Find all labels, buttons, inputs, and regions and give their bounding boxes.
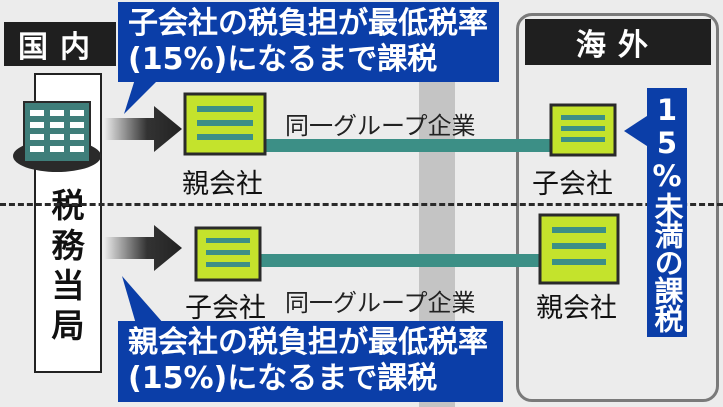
upper-group-relation-label: 同一グループ企業: [285, 112, 476, 140]
tax-office-label: 税務当局: [34, 186, 102, 346]
top-callout-pointer: [124, 76, 162, 114]
bottom-callout-pointer: [122, 276, 164, 324]
subsidiary-building-icon: [194, 226, 262, 282]
bottom-callout-line-2: (15%)になるまで課税: [128, 361, 438, 396]
group-connector-top: [264, 139, 552, 152]
subsidiary-building-icon: [549, 103, 617, 157]
top-callout-line-2: (15%)になるまで課税: [128, 42, 438, 77]
case-separator-dashed-line: [0, 203, 723, 206]
office-building-icon: [13, 101, 101, 172]
domestic-region-label: 国内: [4, 22, 116, 66]
tax-office-text: 税務当局: [51, 186, 85, 345]
overseas-panel: [516, 13, 719, 402]
parent-company-building-icon: [183, 92, 267, 156]
lower-overseas-company-label: 親会社: [536, 293, 617, 324]
group-connector-bottom: [256, 254, 546, 267]
upper-overseas-company-label: 子会社: [532, 169, 613, 200]
top-callout-line-1: 子会社の税負担が最低税率: [128, 6, 488, 41]
upper-arrow-icon: [104, 106, 182, 152]
vertical-note-pointer: [624, 114, 650, 148]
lower-arrow-icon: [104, 225, 182, 271]
bottom-tax-callout: 親会社の税負担が最低税率 (15%)になるまで課税: [118, 321, 503, 402]
lower-domestic-company-label: 子会社: [185, 293, 266, 324]
top-tax-callout: 子会社の税負担が最低税率 (15%)になるまで課税: [118, 2, 499, 82]
bottom-callout-line-1: 親会社の税負担が最低税率: [128, 325, 488, 360]
upper-domestic-company-label: 親会社: [182, 169, 263, 200]
lower-group-relation-label: 同一グループ企業: [285, 289, 476, 317]
overseas-region-label: 海外: [525, 19, 711, 65]
parent-company-building-icon: [538, 213, 620, 285]
overseas-low-tax-note: 15%未満の課税: [647, 88, 687, 337]
